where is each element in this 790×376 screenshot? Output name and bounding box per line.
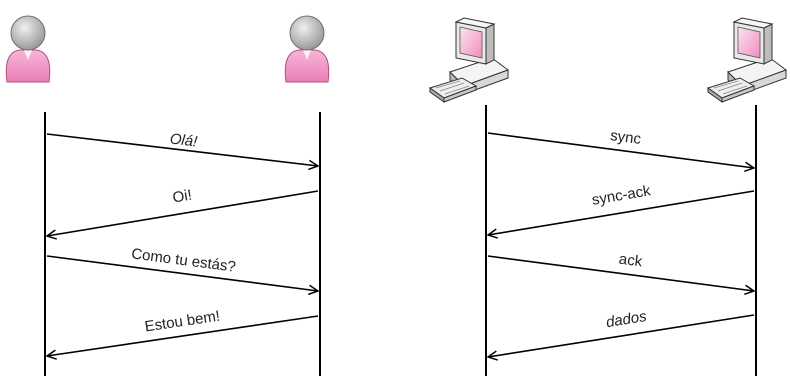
message-arrow-left (47, 315, 319, 356)
message-label: dados (605, 308, 649, 331)
computer-icon (429, 17, 509, 103)
message-label: sync (609, 127, 642, 148)
message-label: ack (618, 251, 644, 271)
message-arrow-left (488, 314, 755, 357)
message-label: Olá! (169, 130, 199, 150)
message-arrow-left (488, 190, 755, 235)
message-label: Oi! (171, 187, 193, 207)
message-arrow-right (46, 255, 318, 291)
person-icon (284, 15, 330, 83)
left-sequence-diagram: Olá! Oi! Como tu estás? Estou bem! (5, 15, 330, 376)
message-arrow-right (46, 133, 318, 166)
message-arrow-left (47, 190, 319, 236)
computer-icon (707, 17, 787, 103)
message-arrow-right (487, 255, 754, 291)
message-label: sync-ack (591, 182, 653, 209)
person-icon (5, 15, 51, 83)
right-sequence-diagram: sync sync-ack ack dados (429, 17, 787, 376)
message-arrow-right (487, 132, 754, 168)
message-label: Como tu estás? (130, 245, 236, 275)
